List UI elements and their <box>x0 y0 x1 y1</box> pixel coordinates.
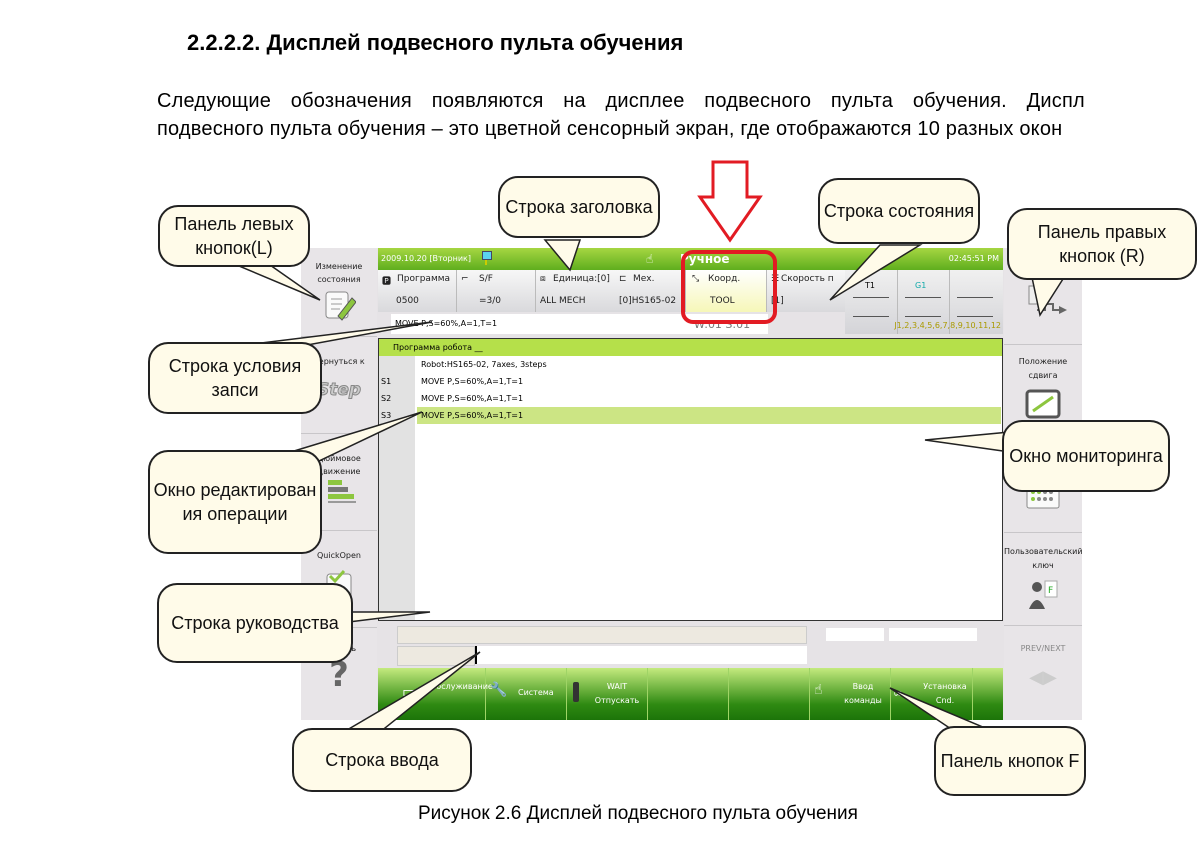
user-key-icon: F <box>1029 580 1058 609</box>
date-label: 2009.10.20 [Вторник] <box>381 254 471 263</box>
row-code: MOVE P,S=60%,A=1,T=1 <box>421 377 524 386</box>
status-cell-unit[interactable]: ⧈ Единица:[0] ALL MECH <box>536 270 616 312</box>
callout-right-panel: Панель правых кнопок (R) <box>1007 208 1197 280</box>
callout-monitor-window: Окно мониторинга <box>1002 420 1170 492</box>
row-code: MOVE P,S=60%,A=1,T=1 <box>421 394 524 403</box>
callout-guide-row: Строка руководства <box>157 583 353 663</box>
jog-icon <box>328 480 356 503</box>
row-number: S3 <box>381 411 392 420</box>
f-button-empty-5[interactable] <box>729 668 810 720</box>
wait-icon <box>573 682 579 702</box>
program-row[interactable]: S1 MOVE P,S=60%,A=1,T=1 <box>379 373 1002 390</box>
system-icon: 🔧 <box>490 682 508 698</box>
status-cell-label: Мех. <box>633 274 655 284</box>
status-box-1 <box>826 628 884 641</box>
program-row-selected[interactable]: S3 MOVE P,S=60%,A=1,T=1 <box>379 407 1002 424</box>
status-cell-value: =3/0 <box>479 296 502 306</box>
time-label: 02:45:51 PM <box>948 254 999 263</box>
monitor-t-label: T1 <box>865 281 875 290</box>
status-cell-label: Скорость п <box>781 274 834 284</box>
right-button-label: Пользовательский ключ <box>1004 547 1083 570</box>
guide-line <box>397 626 807 644</box>
step-icon: Step <box>316 380 362 401</box>
status-box-2 <box>889 628 977 641</box>
f-button-wait[interactable]: WAIT Отпускать <box>567 668 648 720</box>
command-icon: ☝ <box>814 682 823 698</box>
right-button-label: PREV/NEXT <box>1020 644 1066 653</box>
edit-icon <box>325 291 357 321</box>
status-cell-value: 0500 <box>396 296 419 306</box>
f-button-label: Система <box>518 688 554 697</box>
help-icon: ? <box>329 655 349 695</box>
row-number: S2 <box>381 394 392 403</box>
monitor-status-panel: T1 G1 J1,2,3,4,5,6,7,8,9,10,11,12 <box>845 270 1003 334</box>
f-button-empty-4[interactable] <box>648 668 729 720</box>
step-forward-icon: ⌐ <box>461 274 469 284</box>
mode-label: Ручное <box>680 252 730 266</box>
prev-next-icon: ◀▶ <box>1029 667 1057 688</box>
monitor-g-label: G1 <box>915 281 927 290</box>
status-cell-value: [0]HS165-02 <box>619 296 677 306</box>
left-button-label: Вернуться к <box>313 357 365 366</box>
left-button-return[interactable]: Вернуться к Step <box>301 337 377 434</box>
paragraph-line-1: Следующие обозначения появляются на дисп… <box>157 90 1085 112</box>
left-button-label: Изменение состояния <box>315 262 363 284</box>
callout-record-row: Строка условия запси <box>148 342 322 414</box>
program-row[interactable]: Robot:HS165-02, 7axes, 3steps <box>379 356 1002 373</box>
f-button-system[interactable]: 🔧 Система <box>486 668 567 720</box>
left-button-jog[interactable]: Дюймовое движение <box>301 434 377 531</box>
title-bar: 2009.10.20 [Вторник] ☝ Ручное 02:45:51 P… <box>378 248 1003 270</box>
callout-input-row: Строка ввода <box>292 728 472 792</box>
program-row[interactable]: S2 MOVE P,S=60%,A=1,T=1 <box>379 390 1002 407</box>
f-button-command[interactable]: ☝ Ввод команды <box>810 668 891 720</box>
row-code: Robot:HS165-02, 7axes, 3steps <box>421 360 547 369</box>
status-cell-value: TOOL <box>710 296 735 306</box>
callout-status-row: Строка состояния <box>818 178 980 244</box>
figure-caption: Рисунок 2.6 Дисплей подвесного пульта об… <box>418 803 858 824</box>
status-cell-sf[interactable]: ⌐ S/F =3/0 <box>457 270 536 312</box>
right-button-label: Положение сдвига <box>1018 357 1068 380</box>
f-button-label: Ввод команды <box>844 682 882 705</box>
record-condition-line: MOVE P,S=60%,A=1,T=1 <box>391 314 768 334</box>
section-heading: 2.2.2.2. Дисплей подвесного пульта обуче… <box>187 30 684 55</box>
status-cell-value: [1] <box>771 296 784 306</box>
left-button-label: QuickOpen <box>317 551 361 560</box>
right-button-prev-next[interactable]: PREV/NEXT ◀▶ <box>1004 626 1082 720</box>
callout-f-panel: Панель кнопок F <box>934 726 1086 796</box>
status-cell-label: S/F <box>479 274 493 284</box>
coord-icon: ⤡ <box>692 274 700 284</box>
status-cell-value: ALL MECH <box>540 296 586 306</box>
paragraph-line-2: подвесного пульта обучения – это цветной… <box>157 118 1063 140</box>
left-button-label: Дюймовое движение <box>317 454 361 476</box>
status-cell-program[interactable]: 🅿 Программа 0500 <box>378 270 457 312</box>
callout-left-panel: Панель левых кнопок(L) <box>158 205 310 267</box>
f-button-label: WAIT Отпускать <box>594 682 640 705</box>
row-number: S1 <box>381 377 392 386</box>
editor-gutter <box>379 356 415 620</box>
status-cell-label: Единица:[0] <box>553 274 610 284</box>
manual-hand-icon: ☝ <box>646 252 654 266</box>
highlight-box <box>681 250 777 324</box>
status-cell-label: Коорд. <box>708 274 741 284</box>
status-cell-label: Программа <box>397 274 451 284</box>
status-cell-coord[interactable]: ⤡ Коорд. TOOL <box>686 270 767 312</box>
f-button-label: Установка Cnd. <box>923 682 967 705</box>
callout-title-row: Строка заголовка <box>498 176 660 238</box>
editor-header: Программа робота __ <box>379 339 1002 356</box>
right-button-shift[interactable]: Положение сдвига <box>1004 345 1082 442</box>
down-arrow-icon <box>697 160 763 243</box>
svg-text:F: F <box>1048 586 1053 596</box>
mech-icon: ⊏ <box>619 274 627 284</box>
f-button-label: Обслуживание <box>430 682 493 691</box>
program-editor[interactable]: Программа робота __ Robot:HS165-02, 7axe… <box>378 338 1003 621</box>
callout-edit-window: Окно редактирован ия операции <box>148 450 322 554</box>
monitor-axes-label: J1,2,3,4,5,6,7,8,9,10,11,12 <box>894 321 1001 330</box>
shift-icon <box>1025 389 1061 419</box>
program-icon: 🅿 <box>382 277 392 287</box>
status-cell-mech[interactable]: ⊏ Мех. [0]HS165-02 <box>617 270 686 312</box>
network-icon <box>482 251 492 265</box>
row-code: MOVE P,S=60%,A=1,T=1 <box>417 407 1001 424</box>
unit-icon: ⧈ <box>540 274 546 284</box>
